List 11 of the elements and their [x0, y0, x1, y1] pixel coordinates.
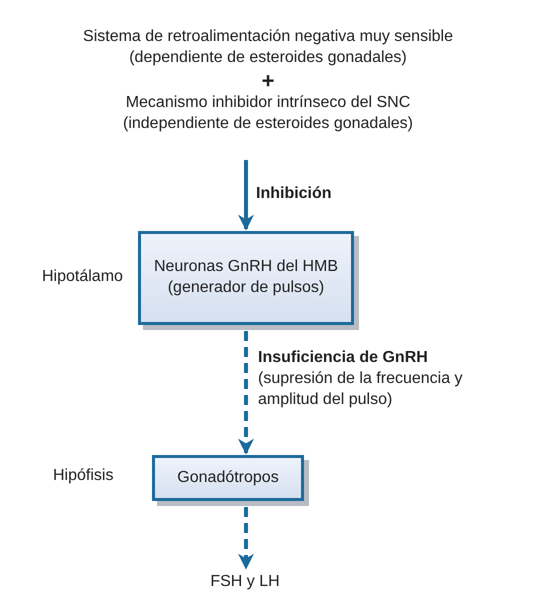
- plus-sign: +: [262, 68, 274, 94]
- region-label: Hipófisis: [53, 467, 114, 485]
- node-text: Neuronas GnRH del HMB (generador de pulsos): [152, 257, 340, 298]
- arrow: [238, 160, 254, 231]
- node-text: Mecanismo inhibidor intrínseco del SNC (independiente de esteroides gonadales): [122, 93, 414, 134]
- arrow: [238, 331, 254, 455]
- arrow: [238, 507, 254, 570]
- region-label: Hipotálamo: [42, 268, 123, 286]
- node-text: Sistema de retroalimentación negativa muy sensible (dependiente de esteroides gonadales): [82, 27, 454, 68]
- node-text: Gonadótropos: [177, 468, 279, 488]
- node-text: FSH y LH: [210, 572, 280, 592]
